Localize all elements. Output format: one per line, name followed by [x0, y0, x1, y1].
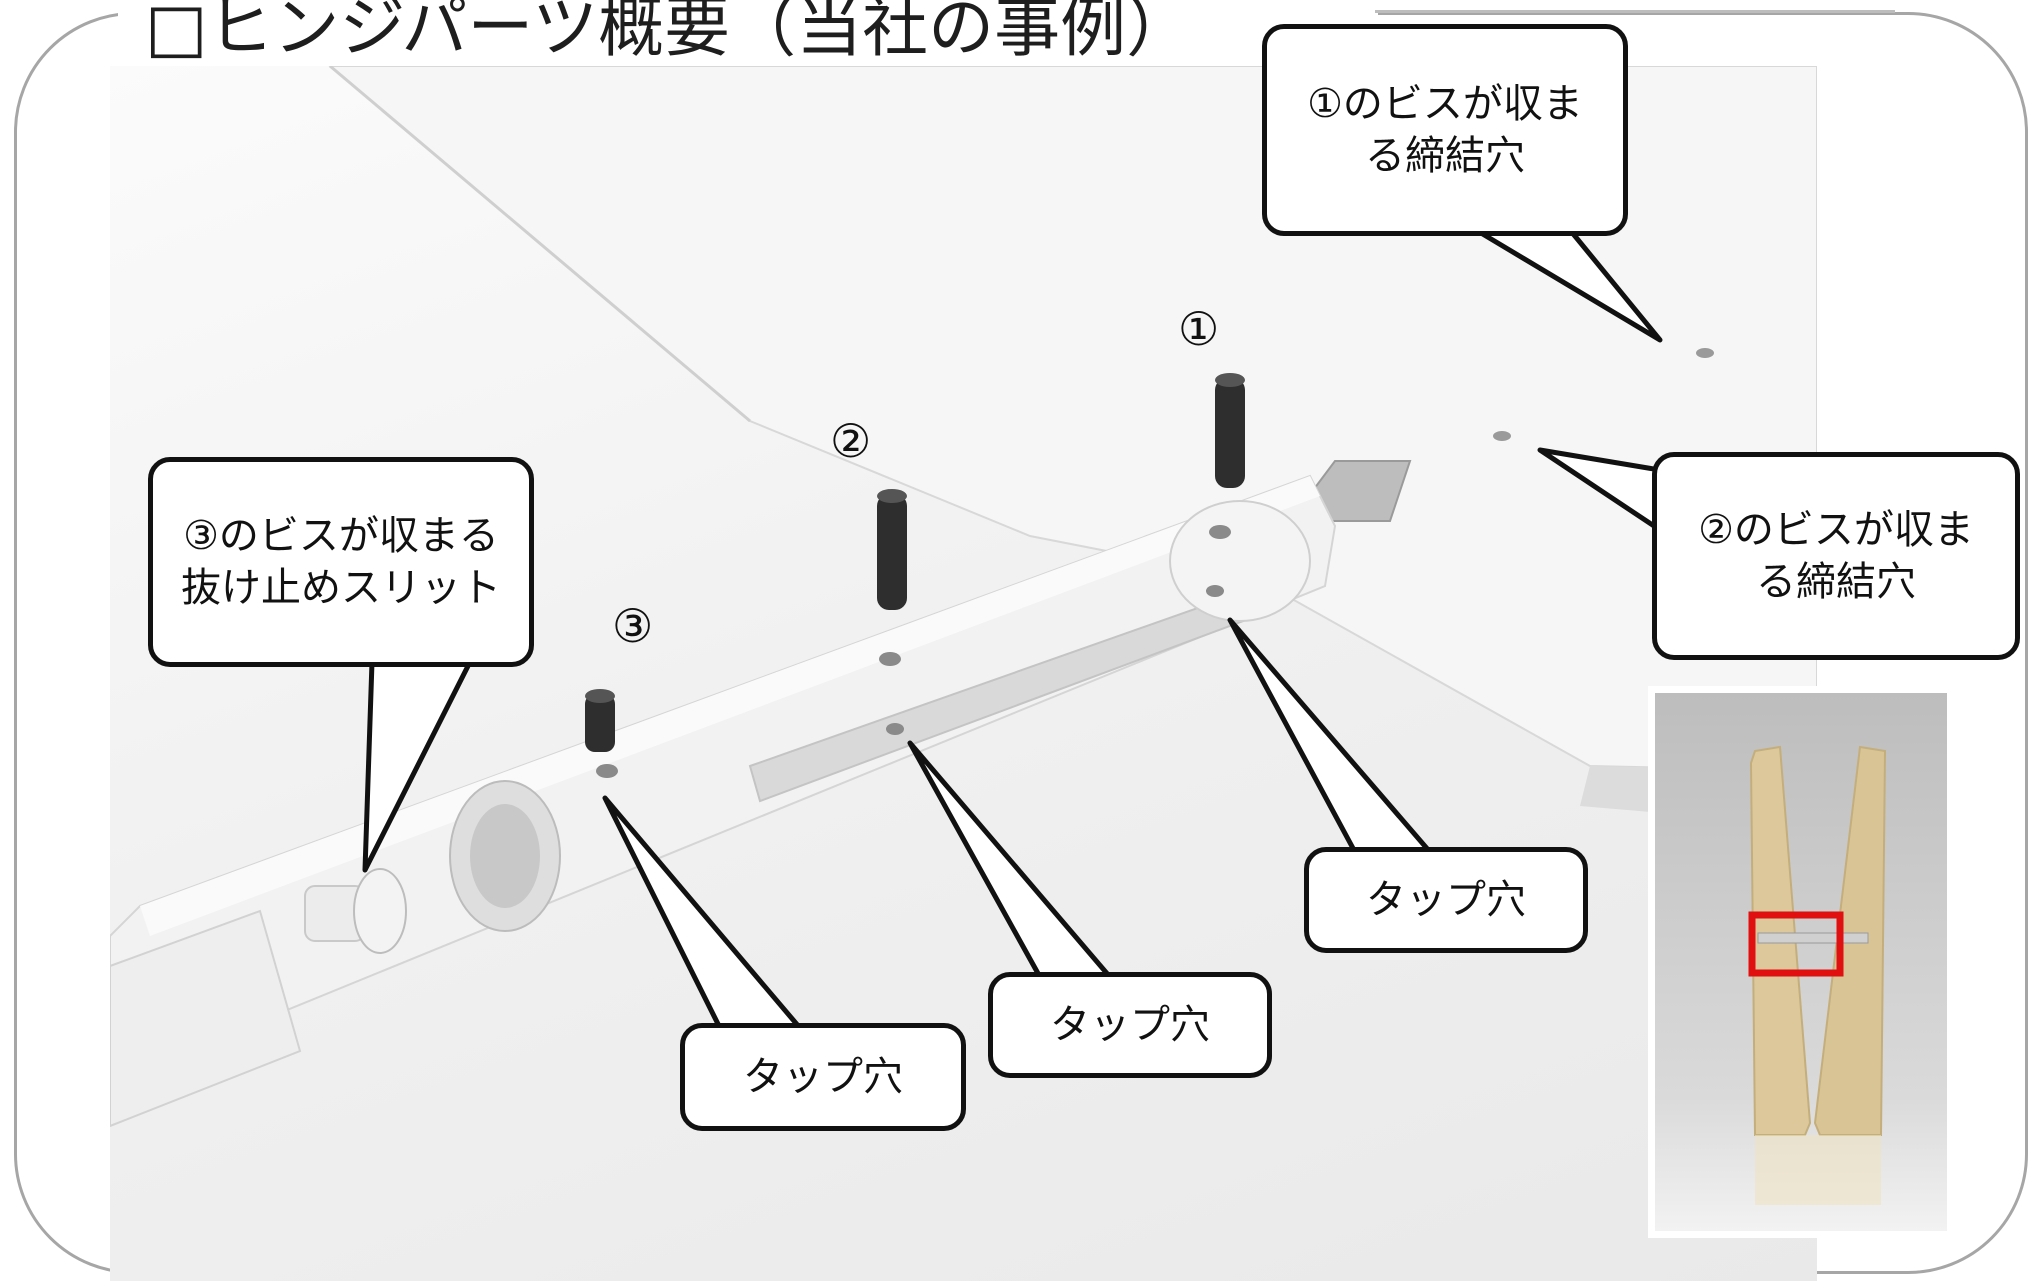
marker-1: ①: [1178, 302, 1220, 356]
tail-tap-left: [602, 795, 803, 1031]
top-rule: [1375, 10, 1895, 13]
callout-tap-hole-left: タップ穴: [680, 1023, 966, 1131]
tap-hole-3: [596, 764, 618, 778]
tail-tap-mid: [907, 740, 1113, 980]
screw-1: [1215, 378, 1245, 488]
highlight-box: [1748, 911, 1844, 977]
board-hole-2: [1493, 431, 1511, 441]
callout-fastening-hole-2: ②のビスが収ま る締結穴: [1652, 452, 2020, 660]
marker-3: ③: [612, 599, 654, 653]
tail-slit3: [362, 659, 473, 873]
title-background: [118, 0, 1378, 58]
callout-retaining-slit-3: ③のビスが収まる 抜け止めスリット: [148, 457, 534, 667]
slide-title: □ヒンジパーツ概要（当社の事例）: [145, 0, 1193, 66]
left-stub: [110, 909, 302, 1128]
screw-2: [877, 494, 907, 610]
board-surface: [328, 66, 1817, 773]
screw-3: [585, 694, 615, 752]
inset-photo: [1648, 686, 1954, 1238]
tap-hole-2b: [886, 723, 904, 735]
callout-tap-hole-right: タップ穴: [1304, 847, 1588, 953]
board-hole-1: [1696, 348, 1714, 358]
tail-hole2: [1537, 447, 1663, 533]
tail-hole1: [1473, 227, 1663, 343]
tap-hole-2: [879, 652, 901, 666]
marker-2: ②: [830, 414, 872, 468]
hinge-render-image: [110, 66, 1817, 1281]
tap-hole-1: [1209, 525, 1231, 539]
tail-tap-right: [1227, 617, 1433, 855]
callout-fastening-hole-1: ①のビスが収ま る締結穴: [1262, 24, 1628, 236]
tap-hole-1b: [1206, 585, 1224, 597]
callout-tap-hole-mid: タップ穴: [988, 972, 1272, 1078]
